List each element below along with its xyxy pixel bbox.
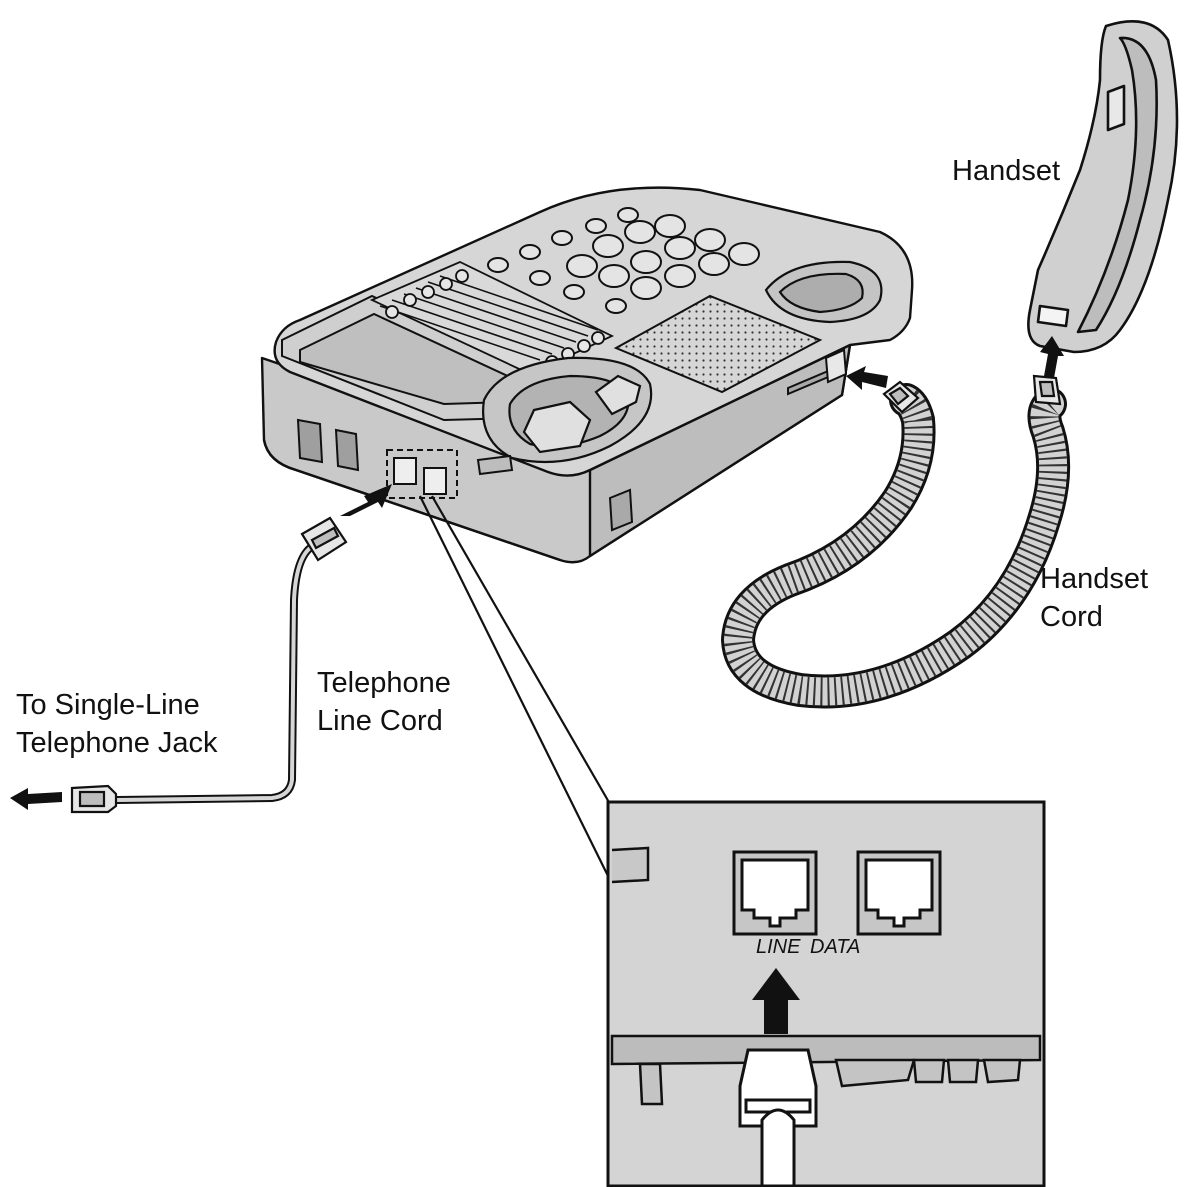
wall-jack-label-line-2: Telephone Jack [16, 727, 218, 759]
telephone-line-cord [70, 516, 348, 814]
arrow-icon [846, 366, 888, 390]
side-details [476, 348, 848, 532]
handset-label-text: Handset [952, 155, 1061, 187]
handset-cord-label-line-2: Cord [1040, 601, 1103, 633]
keypad [487, 207, 760, 314]
jack-labels-text: LINE DATA [756, 936, 861, 958]
handset-label: Handset [952, 152, 1060, 190]
base-jack-area [386, 449, 458, 499]
handset-cord-label: Handset Cord [1040, 560, 1148, 636]
modular-plug-icon [882, 380, 920, 414]
telephone-line-cord-label-line-1: Telephone [317, 667, 451, 699]
telephone-line-cord-label-line-2: Line Cord [317, 705, 443, 737]
wall-jack-label-line-1: To Single-Line [16, 689, 200, 721]
modular-jack-icon [856, 850, 942, 936]
handset-cord-label-line-1: Handset [1040, 563, 1149, 595]
arrow-icon [10, 788, 62, 810]
modular-plug-icon [300, 516, 348, 562]
modular-plug-icon [738, 1048, 818, 1187]
modular-jack-icon [732, 850, 818, 936]
wall-jack-label: To Single-Line Telephone Jack [16, 686, 218, 762]
arrow-icon [1040, 336, 1064, 378]
arrow-icon [340, 484, 392, 516]
speaker-grille [613, 294, 823, 394]
zoom-leader-lines [419, 495, 611, 881]
handset-cradle [764, 260, 883, 324]
arrow-icon [752, 968, 800, 1034]
jack-labels: LINE DATA [756, 935, 860, 959]
modular-plug-icon [70, 784, 118, 814]
hookswitch-cradle [482, 356, 653, 464]
handset [1027, 20, 1179, 354]
front-slots [296, 418, 360, 472]
modular-plug-icon [1032, 374, 1062, 406]
handset-cord [720, 374, 1071, 709]
zoom-inset [606, 800, 1046, 1187]
telephone-line-cord-label: Telephone Line Cord [317, 664, 451, 740]
